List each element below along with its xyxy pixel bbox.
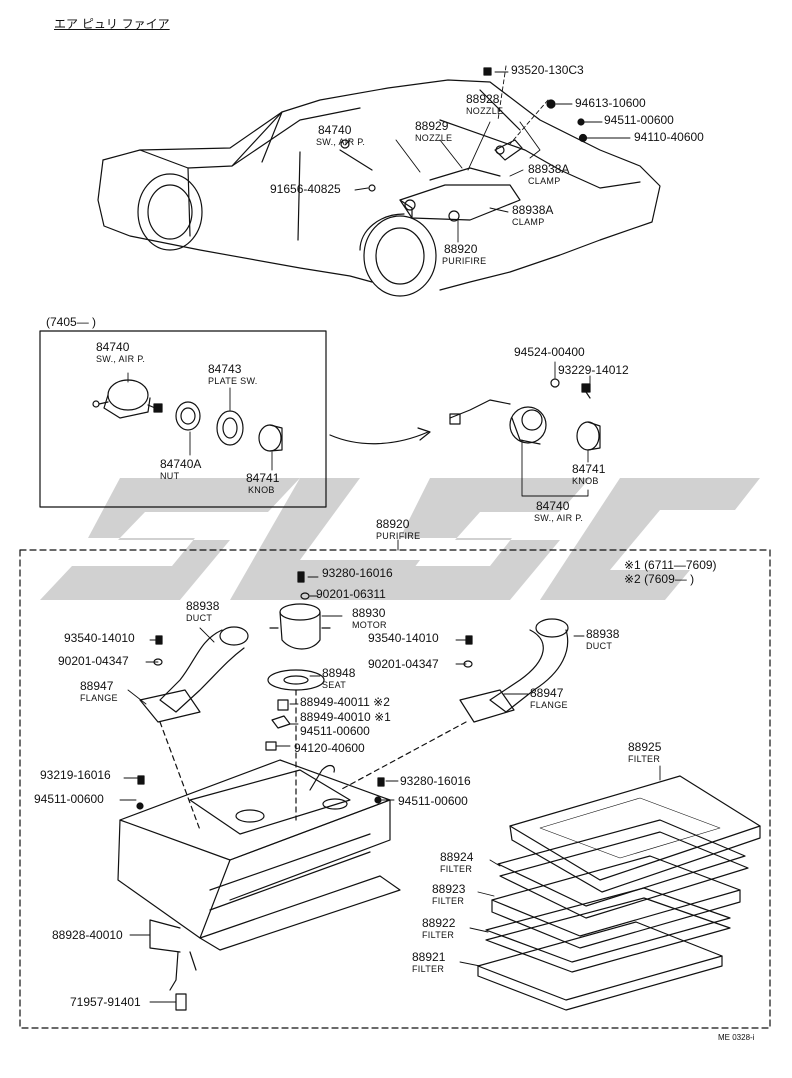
drawing-code: ME 0328-i xyxy=(718,1033,755,1042)
part-label: 93520-130C3 xyxy=(511,63,584,77)
purifier-box-frame xyxy=(19,549,771,1029)
car-illustration xyxy=(97,79,661,297)
part-label: 94511-00600 xyxy=(300,724,370,738)
part-name: FILTER xyxy=(412,964,445,974)
switch-box-frame xyxy=(39,330,327,508)
part-label: 90201-04347 xyxy=(58,654,129,668)
part-name: NUT xyxy=(160,471,180,481)
part-label: 88920 xyxy=(376,517,410,531)
arrow-icon xyxy=(329,431,429,445)
part-name: FILTER xyxy=(440,864,473,874)
part-name: MOTOR xyxy=(352,620,387,630)
part-label: 88922 xyxy=(422,916,456,930)
part-name: CLAMP xyxy=(528,176,561,186)
part-name: KNOB xyxy=(248,485,275,495)
part-label: 88920 xyxy=(444,242,478,256)
part-label: 94511-00600 xyxy=(398,794,468,808)
part-label: 88923 xyxy=(432,882,466,896)
part-label: 88947 xyxy=(530,686,564,700)
filter-stack xyxy=(459,765,761,1011)
part-label: 94511-00600 xyxy=(604,113,674,127)
part-name: DUCT xyxy=(186,613,213,623)
part-label: 84741 xyxy=(246,471,280,485)
part-label: 94110-40600 xyxy=(634,130,704,144)
page-title: エア ピュリ ファイア xyxy=(54,17,170,31)
part-label: 88949-40011 ※2 xyxy=(300,695,390,709)
old-switch-parts xyxy=(92,372,283,471)
part-label: 93280-16016 xyxy=(322,566,393,580)
part-label: 71957-91401 xyxy=(70,995,141,1009)
purifier-housing xyxy=(117,759,401,1011)
part-label: 93280-16016 xyxy=(400,774,471,788)
part-label: 88925 xyxy=(628,740,662,754)
part-name: PURIFIRE xyxy=(442,256,487,266)
part-name: NOZZLE xyxy=(466,106,504,116)
date-note: ※2 (7609— ) xyxy=(624,572,695,586)
part-name: DUCT xyxy=(586,641,613,651)
part-label: 88930 xyxy=(352,606,386,620)
part-label: 93219-16016 xyxy=(40,768,111,782)
part-label: 88928-40010 xyxy=(52,928,123,942)
part-label: 84740A xyxy=(160,457,202,471)
part-label: 88949-40010 ※1 xyxy=(300,710,391,724)
part-name: SW., AIR P. xyxy=(96,354,146,364)
part-name: FILTER xyxy=(432,896,465,906)
part-name: FILTER xyxy=(422,930,455,940)
part-label: 90201-04347 xyxy=(368,657,439,671)
bottom-leaders xyxy=(119,576,585,1003)
part-name: PLATE SW. xyxy=(208,376,258,386)
part-name: KNOB xyxy=(572,476,599,486)
part-name: PURIFIRE xyxy=(376,531,421,541)
part-label: 91656-40825 xyxy=(270,182,341,196)
new-switch-parts xyxy=(449,361,601,497)
part-label: 88947 xyxy=(80,679,114,693)
part-label: 84740 xyxy=(318,123,352,137)
part-label: 84743 xyxy=(208,362,242,376)
part-name: SW., AIR P. xyxy=(316,137,366,147)
watermark-logo xyxy=(40,478,760,600)
part-label: 88948 xyxy=(322,666,356,680)
part-label: 90201-06311 xyxy=(316,587,386,601)
part-label: 93229-14012 xyxy=(558,363,629,377)
part-label: 84740 xyxy=(96,340,130,354)
part-name: FLANGE xyxy=(80,693,118,703)
part-name: SEAT xyxy=(322,680,347,690)
part-label: 88928 xyxy=(466,92,500,106)
part-label: 94120-40600 xyxy=(294,741,365,755)
date-range-label: (7405— ) xyxy=(46,315,97,329)
part-label: 88921 xyxy=(412,950,446,964)
part-name: FILTER xyxy=(628,754,661,764)
part-label: 84741 xyxy=(572,462,606,476)
part-name: NOZZLE xyxy=(415,133,453,143)
part-label: 88924 xyxy=(440,850,474,864)
part-name: CLAMP xyxy=(512,217,545,227)
date-note: ※1 (6711—7609) xyxy=(624,558,717,572)
part-label: 88929 xyxy=(415,119,449,133)
part-label: 94613-10600 xyxy=(575,96,646,110)
part-name: SW., AIR P. xyxy=(534,513,584,523)
part-label: 93540-14010 xyxy=(368,631,439,645)
top-fasteners xyxy=(483,67,588,143)
top-leaders xyxy=(344,65,631,243)
part-label: 88938A xyxy=(528,162,570,176)
part-label: 94511-00600 xyxy=(34,792,104,806)
part-label: 94524-00400 xyxy=(514,345,585,359)
part-label: 88938 xyxy=(586,627,620,641)
part-label: 84740 xyxy=(536,499,570,513)
part-label: 88938A xyxy=(512,203,554,217)
part-label: 93540-14010 xyxy=(64,631,135,645)
part-label: 88938 xyxy=(186,599,220,613)
part-name: FLANGE xyxy=(530,700,568,710)
